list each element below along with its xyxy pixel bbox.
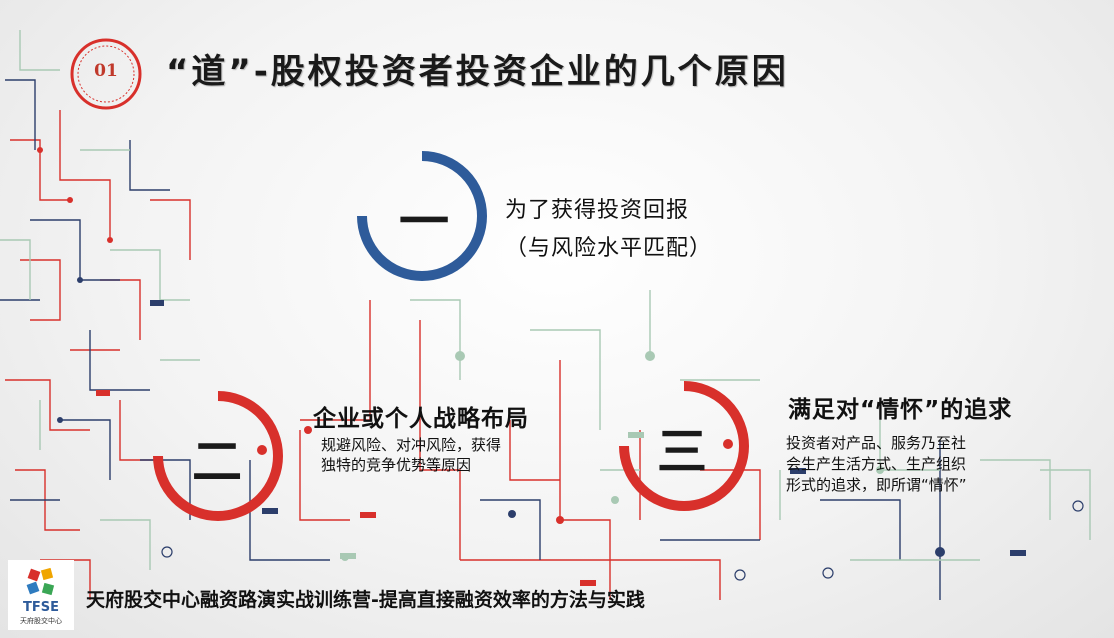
tfse-logo: TFSE 天府股交中心 xyxy=(8,560,74,630)
tfse-logo-mark-icon xyxy=(26,567,55,596)
tfse-logo-text: TFSE xyxy=(23,600,59,615)
ring-blue-icon xyxy=(357,151,487,281)
point-2-detail-line1: 规避风险、对冲风险，获得 xyxy=(321,436,502,454)
point-3-detail-line3: 形式的追求，即所谓“情怀” xyxy=(786,476,967,494)
point-1-numeral: 一 xyxy=(399,193,449,251)
ring-red-icon xyxy=(619,381,749,511)
point-1-heading: 为了获得投资回报 xyxy=(505,198,690,223)
point-2-detail-line2: 独特的竞争优势等原因 xyxy=(321,456,472,474)
footer-text: 天府股交中心融资路演实战训练营-提高直接融资效率的方法与实践 xyxy=(86,589,645,611)
tfse-logo-subtext: 天府股交中心 xyxy=(20,617,62,625)
point-3-numeral: 三 xyxy=(657,423,707,481)
point-1-detail: （与风险水平匹配） xyxy=(505,236,713,261)
badge-number: 01 xyxy=(94,61,118,81)
point-3-heading: 满足对“情怀”的追求 xyxy=(788,397,1013,423)
slide-title: “道”-股权投资者投资企业的几个原因 xyxy=(166,52,789,92)
point-2-numeral: 二 xyxy=(192,433,242,491)
point-2-heading: 企业或个人战略布局 xyxy=(313,406,529,432)
ring-red-icon xyxy=(153,391,283,521)
point-3-detail-line1: 投资者对产品、服务乃至社 xyxy=(786,434,967,452)
point-3-detail-line2: 会生产生活方式、生产组织 xyxy=(786,455,967,473)
badge-circle-icon xyxy=(70,38,142,110)
